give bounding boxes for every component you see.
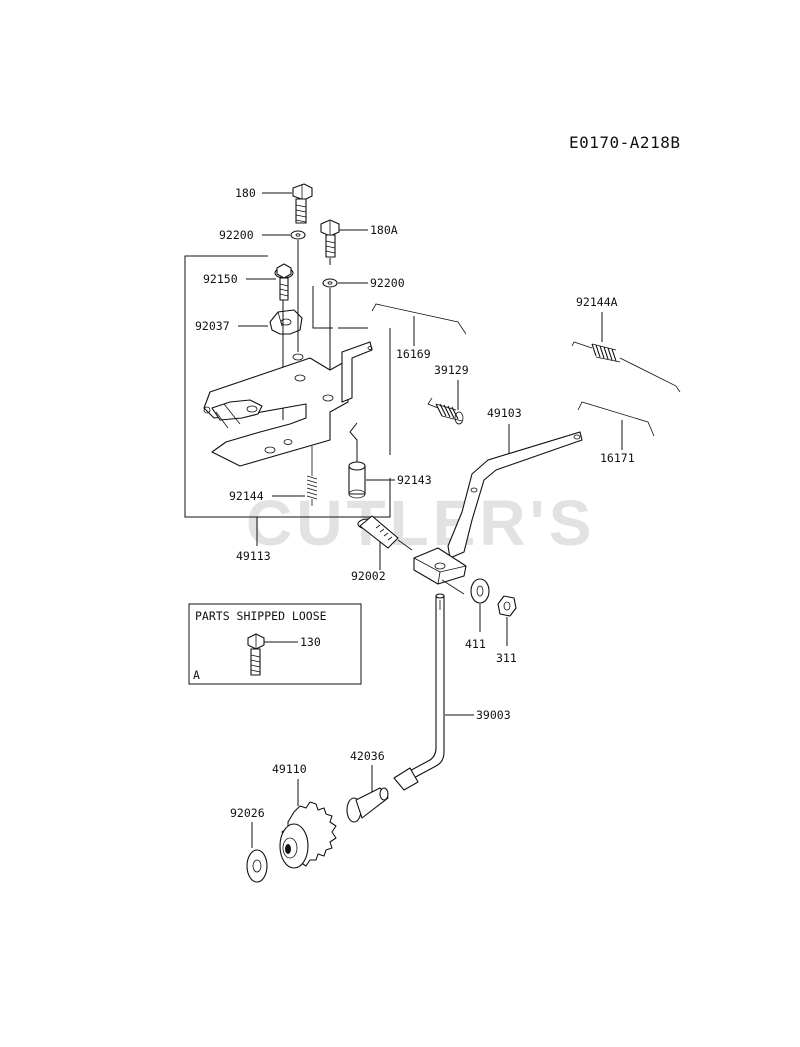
label-16171: 16171 — [600, 451, 635, 465]
label-49113: 49113 — [236, 549, 271, 563]
bolt-180A — [320, 219, 340, 258]
label-49103: 49103 — [487, 406, 522, 420]
gear-49110 — [279, 801, 337, 869]
washer-92026 — [246, 849, 268, 883]
label-39003: 39003 — [476, 708, 511, 722]
assembly-box-49113 — [184, 255, 391, 518]
label-39129: 39129 — [434, 363, 469, 377]
label-49110: 49110 — [272, 762, 307, 776]
loose-box-title: PARTS SHIPPED LOOSE — [195, 609, 327, 623]
label-180A: 180A — [370, 223, 398, 237]
label-92026: 92026 — [230, 806, 265, 820]
bolt-92150 — [274, 263, 294, 301]
spring-39129 — [427, 397, 464, 425]
spring-92144A — [571, 341, 681, 393]
shaft-39003 — [393, 593, 445, 791]
rod-16171 — [577, 401, 655, 437]
label-92144: 92144 — [229, 489, 264, 503]
label-411: 411 — [465, 637, 486, 651]
pin-42036 — [346, 787, 389, 823]
label-92002: 92002 — [351, 569, 386, 583]
label-42036: 42036 — [350, 749, 385, 763]
label-92144A: 92144A — [576, 295, 618, 309]
label-92037: 92037 — [195, 319, 230, 333]
diagram-id: E0170-A218B — [569, 133, 680, 152]
watermark: CUTLER'S — [246, 487, 595, 559]
label-92200-b: 92200 — [370, 276, 405, 290]
label-180: 180 — [235, 186, 256, 200]
rod-16169 — [371, 303, 467, 335]
collar-92143 — [348, 461, 366, 499]
label-92200-a: 92200 — [219, 228, 254, 242]
label-16169: 16169 — [396, 347, 431, 361]
washer-411 — [470, 578, 490, 604]
parts-shipped-loose-box: PARTS SHIPPED LOOSE A 130 — [188, 603, 362, 685]
washer-92200-b — [322, 278, 338, 288]
bolt-130 — [247, 633, 265, 676]
washer-92200-a — [290, 230, 306, 240]
label-311: 311 — [496, 651, 517, 665]
lever-49103 — [413, 431, 583, 585]
loose-box-ref: A — [193, 668, 200, 682]
spring-92144 — [306, 446, 318, 506]
nut-311 — [497, 595, 517, 617]
label-92143: 92143 — [397, 473, 432, 487]
label-130: 130 — [300, 635, 321, 649]
bolt-180 — [292, 183, 313, 224]
bolt-92002 — [357, 515, 399, 549]
control-plate — [203, 341, 373, 467]
clamp-92037 — [269, 309, 303, 335]
label-92150: 92150 — [203, 272, 238, 286]
